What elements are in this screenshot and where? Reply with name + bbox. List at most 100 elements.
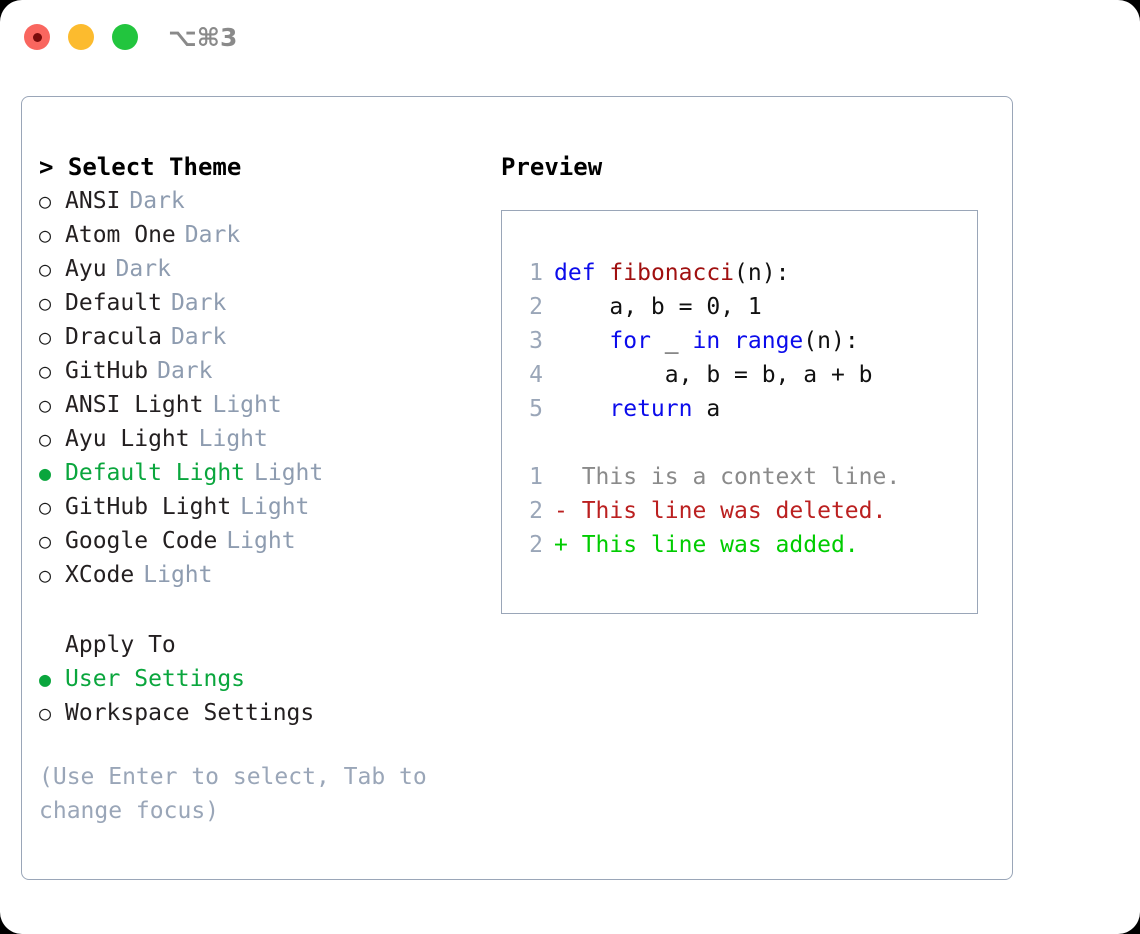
diff-line-text: + This line was added.: [554, 532, 859, 558]
code-token: return: [609, 396, 693, 422]
radio-unselected-icon: ○: [39, 529, 52, 553]
theme-option-variant: Light: [226, 528, 296, 554]
theme-option-variant: Light: [240, 494, 310, 520]
theme-option-label: Google Code: [65, 528, 218, 554]
theme-option-label: Ayu Light: [65, 426, 190, 452]
code-line-text: def fibonacci(n):: [554, 256, 789, 290]
spacer: [515, 426, 971, 460]
code-token: [720, 328, 734, 354]
radio-unselected-icon: ○: [39, 291, 52, 315]
code-line-text: a, b = 0, 1: [554, 290, 762, 324]
code-token: 0: [706, 294, 721, 320]
line-number: 3: [529, 328, 543, 354]
apply-to-option-label: User Settings: [65, 666, 246, 692]
zoom-button-icon[interactable]: [112, 24, 138, 50]
code-token: fibonacci: [609, 260, 735, 286]
theme-option-variant: Light: [198, 426, 268, 452]
diff-line: 2- This line was deleted.: [515, 494, 971, 528]
radio-unselected-icon: ○: [39, 393, 52, 417]
theme-option-ayu[interactable]: ○ Ayu Dark: [39, 252, 489, 286]
minimize-button-icon[interactable]: [68, 24, 94, 50]
window-controls: [24, 24, 138, 50]
code-token: 1: [747, 294, 762, 320]
apply-to-option-label: Workspace Settings: [65, 700, 315, 726]
code-token: a: [692, 396, 721, 422]
code-token: (n):: [803, 328, 859, 354]
apply-to-option-user-settings[interactable]: ● User Settings: [39, 662, 489, 696]
radio-unselected-icon: ○: [39, 359, 52, 383]
theme-option-github[interactable]: ○ GitHub Dark: [39, 354, 489, 388]
diff-line-text: - This line was deleted.: [554, 498, 887, 524]
theme-option-label: Default Light: [65, 460, 246, 486]
line-number: 2: [529, 294, 543, 320]
code-line: 2 a, b = 0, 1: [515, 290, 971, 324]
diff-line: 1 This is a context line.: [515, 460, 971, 494]
apply-to-header: Apply To: [65, 632, 176, 658]
radio-selected-icon: ●: [39, 461, 52, 485]
diff-sample: 1 This is a context line.2- This line wa…: [515, 460, 971, 562]
code-token: range: [734, 328, 804, 354]
theme-option-ansi-light[interactable]: ○ ANSI Light Light: [39, 388, 489, 422]
radio-unselected-icon: ○: [39, 189, 52, 213]
radio-unselected-icon: ○: [39, 701, 52, 725]
theme-option-variant: Dark: [170, 290, 227, 316]
theme-option-variant: Dark: [157, 358, 213, 384]
theme-option-ayu-light[interactable]: ○ Ayu Light Light: [39, 422, 489, 456]
theme-option-variant: Light: [254, 460, 324, 486]
theme-option-label: ANSI Light: [65, 392, 204, 418]
line-number: 5: [529, 396, 543, 422]
radio-unselected-icon: ○: [39, 257, 52, 281]
theme-option-label: Ayu: [65, 256, 107, 282]
code-token: a, b = b, a + b: [554, 362, 873, 388]
code-line-text: for _ in range(n):: [554, 324, 859, 358]
preview-title: Preview: [501, 153, 603, 181]
theme-option-variant: Light: [143, 562, 213, 588]
theme-option-variant: Dark: [115, 256, 171, 282]
theme-option-default[interactable]: ○ Default Dark: [39, 286, 489, 320]
theme-option-variant: Dark: [170, 324, 227, 350]
code-line: 5 return a: [515, 392, 971, 426]
apply-to-option-workspace-settings[interactable]: ○ Workspace Settings: [39, 696, 489, 730]
apply-to-section: Apply To ● User Settings ○ Workspace Settin…: [39, 628, 489, 730]
code-line: 4 a, b = b, a + b: [515, 358, 971, 392]
code-line-text: return a: [554, 392, 720, 426]
code-token: a, b =: [554, 294, 707, 320]
theme-option-label: GitHub: [65, 358, 149, 384]
code-token: [596, 260, 610, 286]
theme-option-variant: Dark: [129, 188, 185, 214]
theme-option-label: XCode: [65, 562, 135, 588]
code-token: for: [609, 328, 651, 354]
keyboard-shortcut-label: ⌥⌘3: [168, 23, 238, 52]
radio-unselected-icon: ○: [39, 223, 52, 247]
theme-option-label: Dracula: [65, 324, 162, 350]
radio-unselected-icon: ○: [39, 427, 52, 451]
line-number: 1: [529, 260, 543, 286]
radio-selected-icon: ●: [39, 667, 52, 691]
line-number: 4: [529, 362, 543, 388]
diff-line-text: This is a context line.: [554, 464, 901, 490]
theme-option-label: Default: [65, 290, 162, 316]
radio-unselected-icon: ○: [39, 495, 52, 519]
line-number: 2: [529, 532, 543, 558]
select-theme-header: > Select Theme: [39, 153, 242, 181]
code-token: def: [554, 260, 596, 286]
code-line-text: a, b = b, a + b: [554, 358, 873, 392]
code-token: [554, 396, 609, 422]
code-token: [554, 328, 609, 354]
theme-option-label: Atom One: [65, 222, 176, 248]
theme-option-variant: Light: [212, 392, 282, 418]
keyboard-hint-text: (Use Enter to select, Tab to change focu…: [39, 764, 441, 824]
theme-option-default-light[interactable]: ● Default Light Light: [39, 456, 489, 490]
close-button-icon[interactable]: [24, 24, 50, 50]
theme-option-google-code[interactable]: ○ Google Code Light: [39, 524, 489, 558]
